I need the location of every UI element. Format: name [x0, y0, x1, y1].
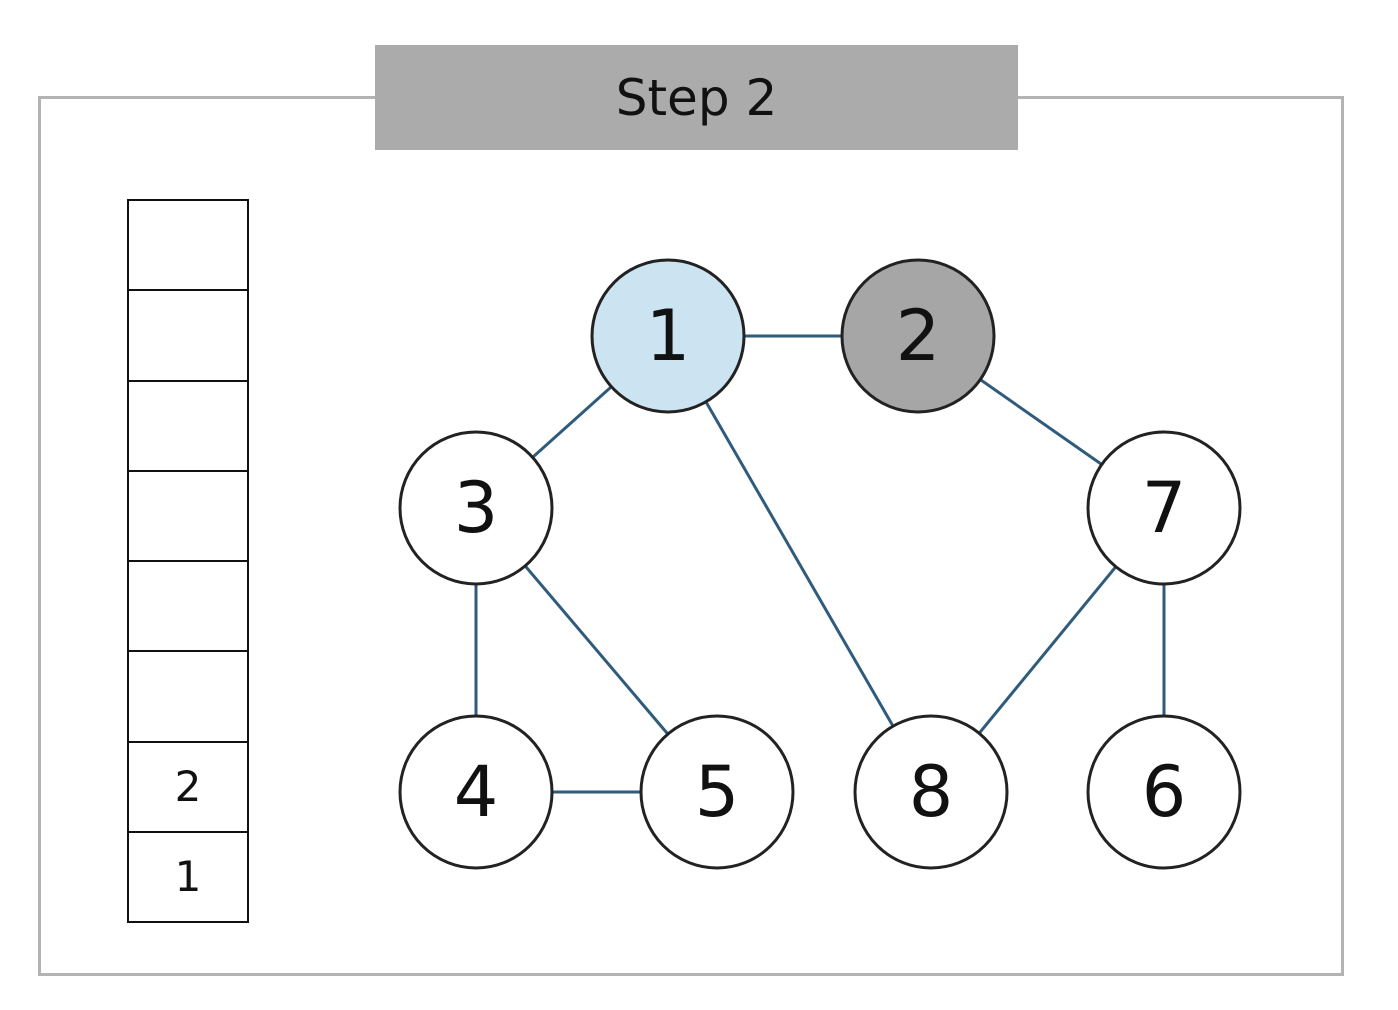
stack-cell [127, 379, 249, 472]
node-label: 6 [1142, 751, 1187, 833]
node-label: 2 [896, 295, 941, 377]
node-label: 3 [454, 467, 499, 549]
node-circle [590, 258, 746, 414]
stack: 2 1 [127, 199, 249, 923]
node-circle [1086, 430, 1242, 586]
step-title: Step 2 [375, 45, 1018, 150]
node-label: 8 [909, 751, 954, 833]
node-label: 7 [1142, 467, 1187, 549]
node-5: 5 [639, 714, 795, 870]
edge-1-8 [666, 335, 933, 793]
node-label: 1 [646, 295, 691, 377]
node-8: 8 [853, 714, 1009, 870]
node-circle [840, 258, 996, 414]
node-label: 5 [695, 751, 740, 833]
node-1: 1 [590, 258, 746, 414]
node-circle [398, 714, 554, 870]
node-4: 4 [398, 714, 554, 870]
stack-cell: 2 [127, 740, 249, 833]
node-circle [1086, 714, 1242, 870]
node-circle [398, 430, 554, 586]
stack-cell [127, 560, 249, 653]
node-7: 7 [1086, 430, 1242, 586]
node-label: 4 [454, 751, 499, 833]
graph-edges [474, 334, 1166, 794]
stack-cell: 1 [127, 830, 249, 923]
node-3: 3 [398, 430, 554, 586]
stack-cell [127, 289, 249, 382]
node-2: 2 [840, 258, 996, 414]
node-circle [639, 714, 795, 870]
node-circle [853, 714, 1009, 870]
node-6: 6 [1086, 714, 1242, 870]
stack-cell [127, 650, 249, 743]
graph-nodes: 1 2 3 4 5 6 7 8 [398, 258, 1242, 870]
